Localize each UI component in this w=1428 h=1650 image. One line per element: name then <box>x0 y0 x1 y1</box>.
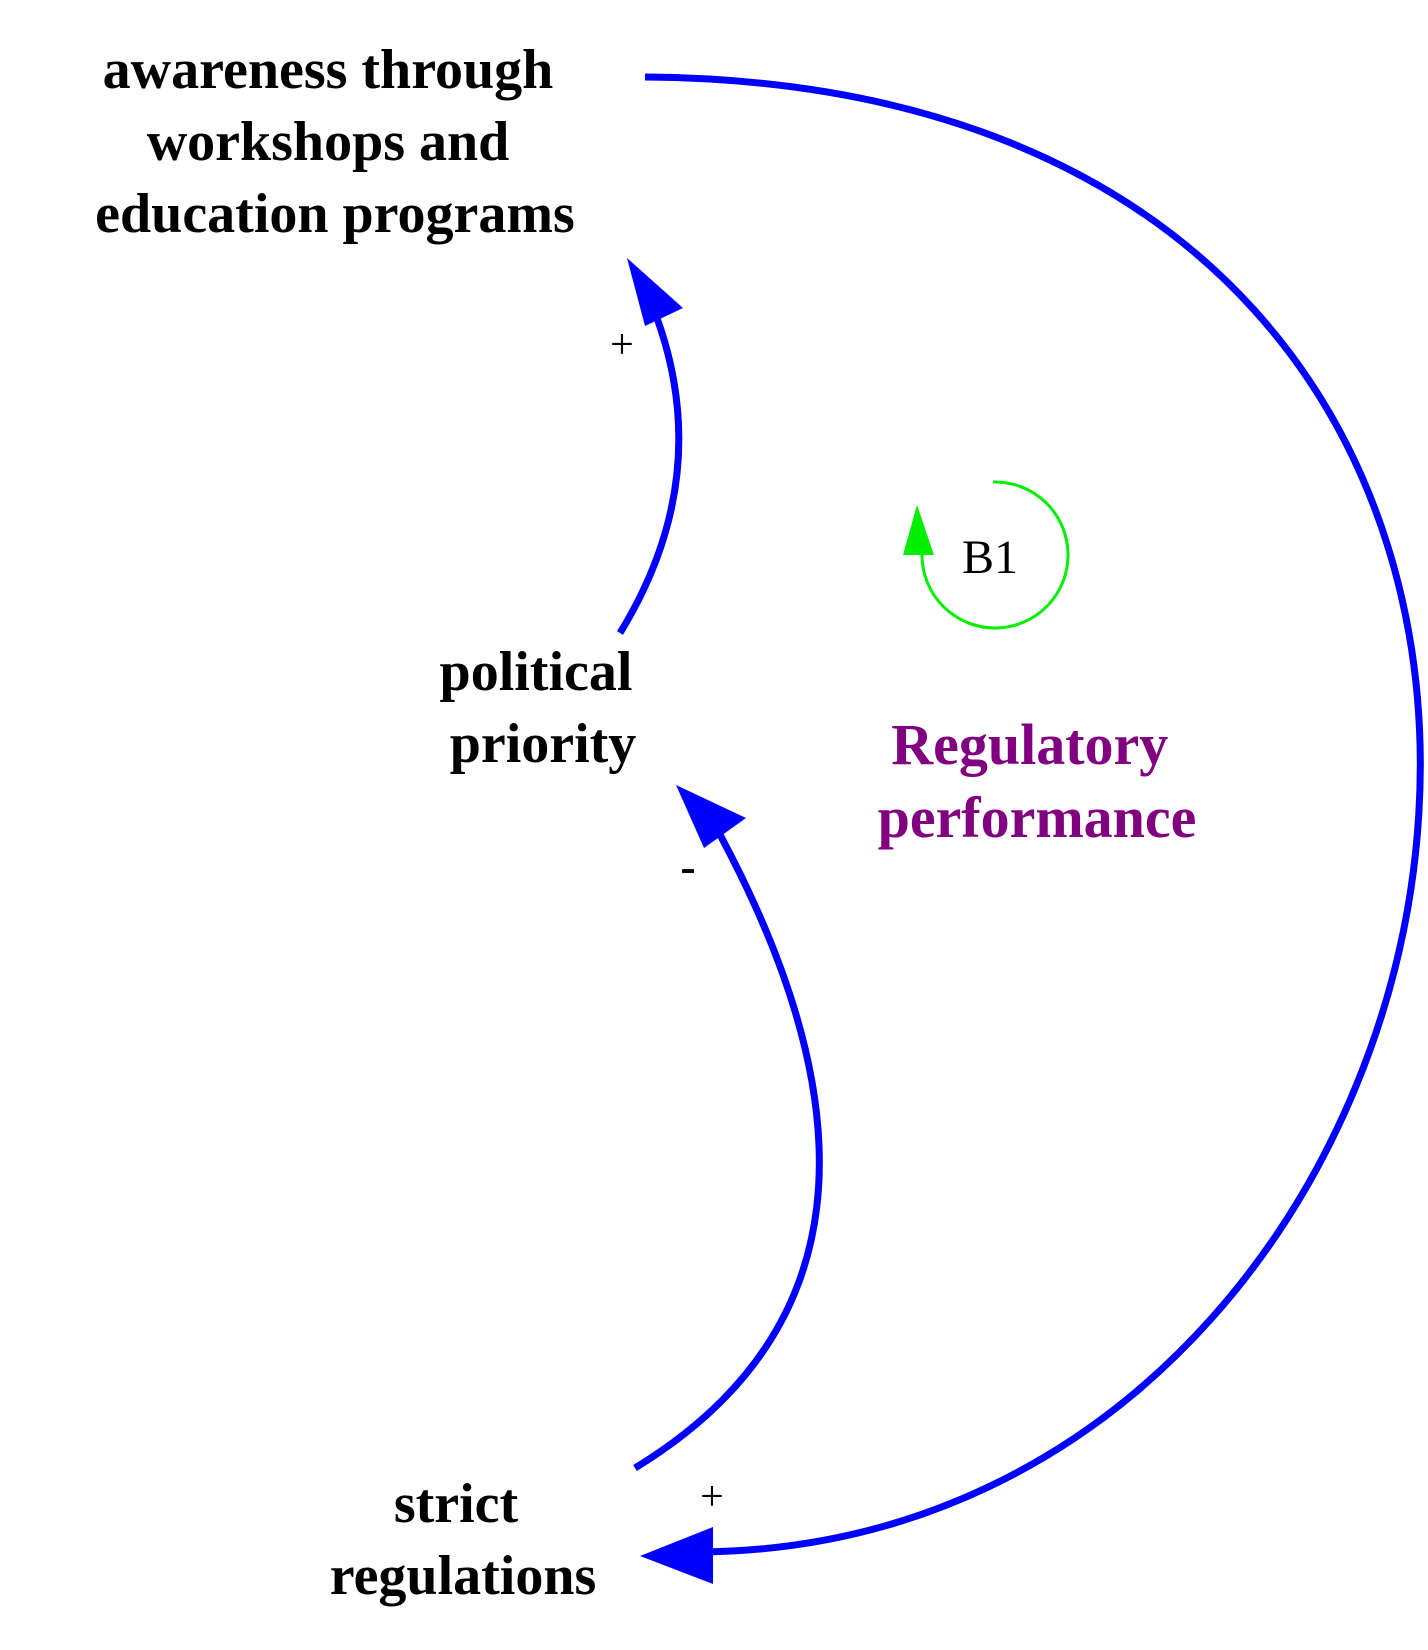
link-strict-to-political[interactable]: - <box>633 785 823 1471</box>
node-strict-regulations-line-2: regulations <box>330 1545 597 1607</box>
link-strict-to-political-polarity: - <box>680 841 695 892</box>
loop-name-line-2: performance <box>878 785 1197 850</box>
link-political-to-awareness[interactable]: + <box>610 258 683 635</box>
loop-name-line-1: Regulatory <box>891 712 1168 777</box>
link-political-to-awareness-arrowhead <box>627 258 683 326</box>
node-awareness-line-3: education programs <box>95 183 575 245</box>
loop-arrowhead-icon <box>903 505 934 555</box>
link-awareness-to-strict-arrowhead <box>640 1527 713 1584</box>
svg-text:political priority: political priority <box>440 641 647 775</box>
loop-id-label: B1 <box>962 531 1018 584</box>
link-political-to-awareness-polarity: + <box>610 322 634 368</box>
link-awareness-to-strict[interactable]: + <box>640 73 1424 1584</box>
svg-text:awareness through worksh: awareness through workshops and educatio… <box>95 39 575 245</box>
link-strict-to-political-curve <box>633 818 823 1471</box>
node-political-priority-line-1: political <box>440 641 633 703</box>
node-political-priority-line-2: priority <box>450 713 637 775</box>
loop-marker-b1[interactable]: B1 <box>903 480 1070 630</box>
link-political-to-awareness-curve <box>617 298 683 635</box>
svg-text:Regulatory performance: Regulatory performance <box>878 712 1197 850</box>
node-strict-regulations-line-1: strict <box>394 1473 519 1535</box>
loop-name: Regulatory performance <box>878 712 1197 850</box>
node-strict-regulations[interactable]: strict regulations <box>330 1473 597 1607</box>
node-awareness[interactable]: awareness through workshops and educatio… <box>95 39 575 245</box>
link-awareness-to-strict-polarity: + <box>700 1474 724 1520</box>
link-awareness-to-strict-curve <box>644 73 1424 1556</box>
loop-circle-arrow <box>920 480 1070 630</box>
link-strict-to-political-arrowhead <box>676 785 746 848</box>
node-awareness-line-1: awareness through <box>103 39 554 101</box>
node-awareness-line-2: workshops and <box>147 111 510 173</box>
node-political-priority[interactable]: political priority <box>440 641 647 775</box>
svg-text:strict regulations: strict regulations <box>330 1473 597 1607</box>
